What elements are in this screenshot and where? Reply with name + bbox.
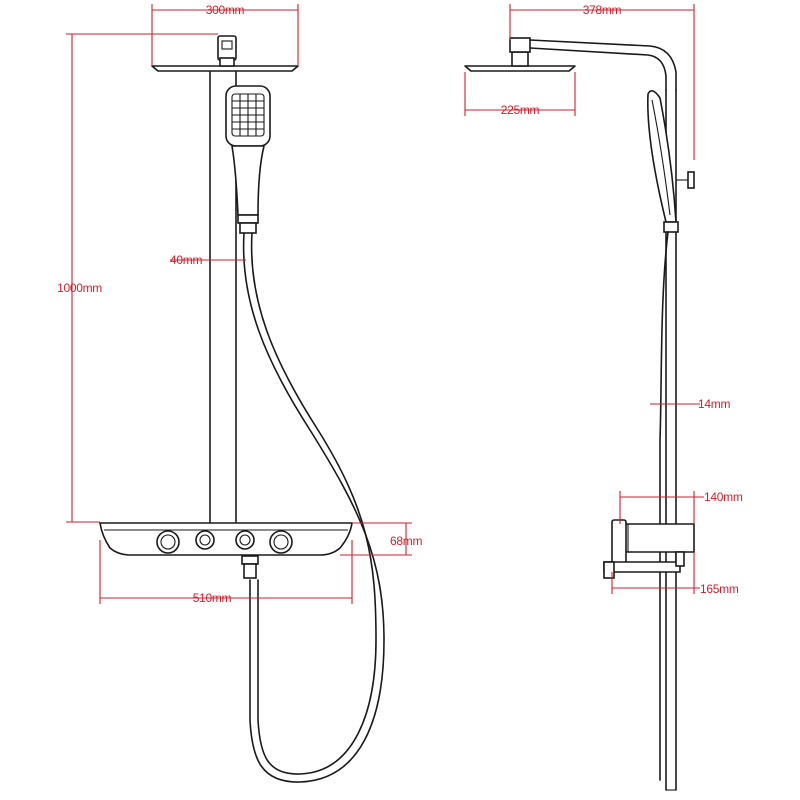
label-arm-length: 378mm [583, 3, 622, 17]
side-shower-arm [529, 39, 677, 91]
label-head-diameter: 225mm [501, 103, 540, 117]
dim-head-diameter: 225mm [464, 72, 576, 117]
side-control-panel [603, 519, 695, 579]
dim-head-width: 300mm [151, 3, 299, 66]
front-rain-head [151, 35, 299, 72]
dim-arm-length: 378mm [509, 3, 695, 160]
label-panel-height: 68mm [390, 534, 422, 548]
front-control-panel [99, 522, 353, 579]
label-pipe-width: 14mm [698, 397, 730, 411]
front-hand-shower [225, 85, 271, 234]
dim-pipe-width: 14mm [650, 397, 731, 411]
side-hand-shower [647, 90, 679, 233]
dim-spout-depth: 165mm [611, 552, 739, 596]
dim-panel-width: 510mm [99, 540, 353, 605]
side-rain-head [464, 37, 576, 72]
label-head-width: 300mm [206, 3, 245, 17]
side-view: 378mm 225mm 14mm 140mm 165mm [464, 3, 743, 791]
front-hose [242, 232, 385, 783]
side-hose [659, 231, 669, 781]
front-view: 300mm 1000mm 40mm 68mm 510mm [57, 3, 423, 783]
label-spout-depth: 165mm [700, 582, 739, 596]
dim-panel-height: 68mm [340, 522, 423, 556]
label-total-height: 1000mm [57, 281, 102, 295]
label-panel-depth: 140mm [704, 490, 743, 504]
label-pipe-diameter: 40mm [170, 253, 202, 267]
label-panel-width: 510mm [193, 591, 232, 605]
dim-total-height: 1000mm [57, 33, 218, 523]
dim-pipe-diameter: 40mm [170, 253, 246, 267]
dim-panel-depth: 140mm [619, 490, 743, 524]
